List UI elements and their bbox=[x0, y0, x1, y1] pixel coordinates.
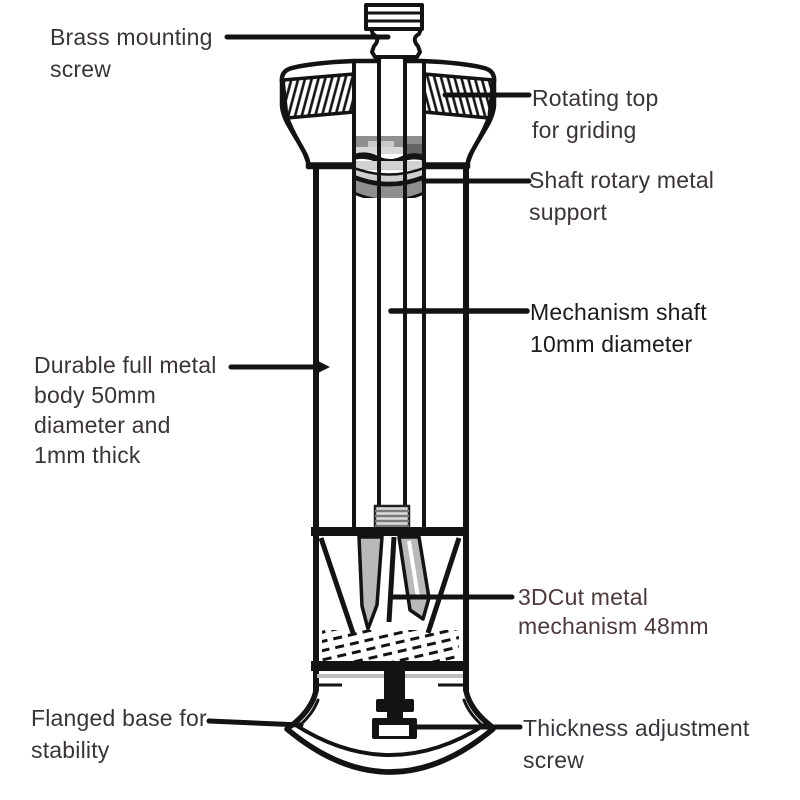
label-thickness-screw: Thickness adjustment screw bbox=[523, 715, 750, 773]
label-rotating-top: Rotating top for griding bbox=[532, 85, 659, 143]
blade-left bbox=[357, 535, 384, 631]
shaft-rotary-support bbox=[354, 136, 424, 198]
label-flanged-base: Flanged base for stability bbox=[31, 705, 207, 763]
leader-flanged-base bbox=[206, 718, 304, 728]
grinding-mechanism bbox=[311, 527, 469, 687]
thickness-adjustment-screw bbox=[372, 671, 417, 739]
label-mechanism-shaft: Mechanism shaft 10mm diameter bbox=[530, 299, 707, 357]
metal-body bbox=[306, 62, 470, 691]
label-shaft-rotary-support: Shaft rotary metal support bbox=[529, 167, 715, 225]
leader-metal-body-arrow bbox=[316, 360, 330, 374]
brass-mounting-screw bbox=[364, 3, 424, 59]
label-brass-mounting-screw: Brass mounting screw bbox=[50, 24, 213, 82]
burr-texture bbox=[322, 630, 459, 663]
label-cut-mechanism: 3DCut metal mechanism 48mm bbox=[518, 584, 709, 639]
knurl-band-left bbox=[281, 72, 356, 120]
leader-lines bbox=[206, 34, 532, 730]
label-metal-body: Durable full metal body 50mm diameter an… bbox=[34, 352, 217, 468]
